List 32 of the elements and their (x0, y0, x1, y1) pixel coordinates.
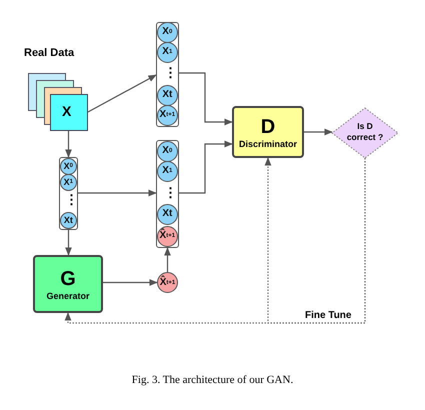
arrow (264, 157, 366, 324)
arrow (88, 74, 157, 113)
node-label: X (62, 103, 72, 119)
arrow (65, 230, 72, 256)
arrow (164, 247, 171, 272)
ellipsis: ⋮ (65, 192, 78, 208)
arrow (78, 190, 157, 196)
sequence-circle: Xt (156, 204, 178, 225)
block-title: Generator (46, 290, 90, 300)
arrow (103, 279, 158, 286)
ellipsis: ⋮ (164, 185, 177, 201)
sequence-column (156, 140, 179, 248)
discriminator-box (232, 106, 304, 158)
decision-diamond (332, 108, 398, 158)
arrow (179, 72, 233, 126)
data-stack (28, 73, 88, 131)
block-title: Discriminator (238, 138, 298, 148)
sequence-circle: Xt (156, 84, 178, 106)
block-letter: D (260, 116, 276, 138)
arrow (304, 128, 333, 136)
sequence-column (156, 22, 179, 127)
arrow (179, 140, 233, 194)
figure-caption: Fig. 3. The architecture of our GAN. (130, 374, 294, 386)
edge-label: Fine Tune (305, 310, 352, 321)
sequence-circle: Xt (60, 212, 77, 229)
decision-text: Is D correct ? (346, 121, 384, 143)
stack-heading: Real Data (24, 47, 74, 59)
block-letter: G (60, 268, 76, 290)
arrow (65, 131, 72, 158)
ellipsis: ⋮ (164, 65, 177, 81)
sequence-column (59, 157, 78, 230)
generator-box (33, 255, 103, 313)
